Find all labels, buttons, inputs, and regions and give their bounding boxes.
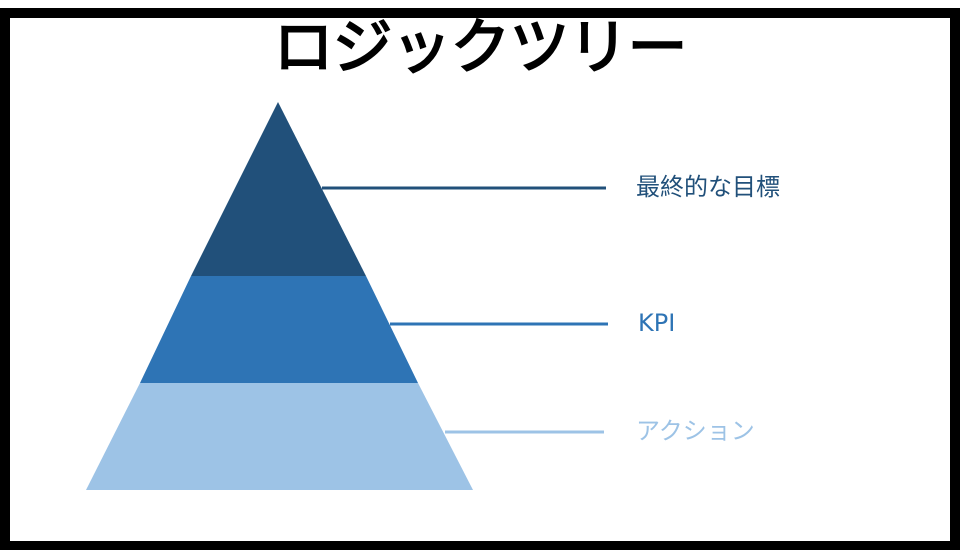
tier-label-goal: 最終的な目標 bbox=[636, 173, 780, 201]
tier-label-kpi: KPI bbox=[638, 309, 676, 337]
pyramid-tier-middle bbox=[140, 276, 418, 383]
pyramid-tier-bottom bbox=[86, 383, 473, 490]
slide-title: ロジックツリー bbox=[273, 13, 688, 83]
pyramid-tier-top bbox=[191, 102, 366, 276]
tier-label-action: アクション bbox=[636, 417, 755, 445]
